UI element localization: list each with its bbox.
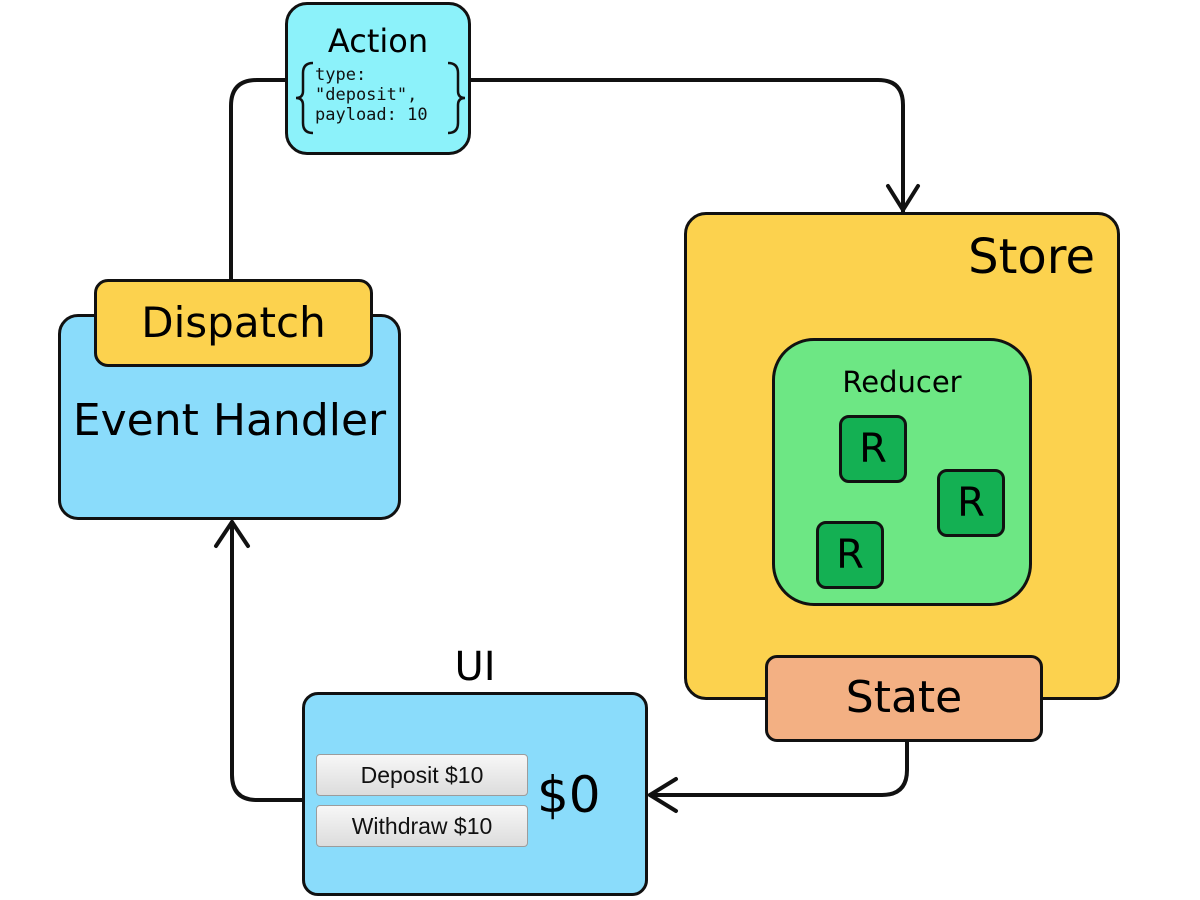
action-payload-code: type: "deposit", payload: 10 xyxy=(315,65,428,125)
connector-ui-to-handler xyxy=(230,520,305,802)
deposit-button[interactable]: Deposit $10 xyxy=(316,754,528,796)
action-title: Action xyxy=(327,22,429,60)
dispatch-label: Dispatch xyxy=(141,298,326,347)
dispatch-node: Dispatch xyxy=(94,279,373,367)
arrowhead-into-ui xyxy=(648,777,678,813)
reducer-item: R xyxy=(839,415,907,483)
reducer-label: Reducer xyxy=(842,365,962,399)
event-handler-label: Event Handler xyxy=(72,395,387,446)
ui-label: UI xyxy=(454,644,496,690)
reducer-node: Reducer R R R xyxy=(772,338,1032,606)
brace-close-icon xyxy=(447,61,466,135)
state-label: State xyxy=(845,672,963,723)
arrowhead-into-store xyxy=(886,184,920,212)
withdraw-button[interactable]: Withdraw $10 xyxy=(316,805,528,847)
arrowhead-into-handler xyxy=(214,520,250,548)
reducer-item: R xyxy=(816,521,884,589)
state-node: State xyxy=(765,655,1043,742)
balance-display: $0 xyxy=(537,766,601,824)
reducer-item: R xyxy=(937,469,1005,537)
connector-state-to-ui xyxy=(648,740,909,797)
store-label: Store xyxy=(968,229,1095,285)
ui-node: Deposit $10 Withdraw $10 $0 xyxy=(302,692,648,896)
brace-open-icon xyxy=(295,61,314,135)
connector-dispatch-to-action xyxy=(229,78,292,282)
action-node: Action type: "deposit", payload: 10 xyxy=(285,2,471,155)
